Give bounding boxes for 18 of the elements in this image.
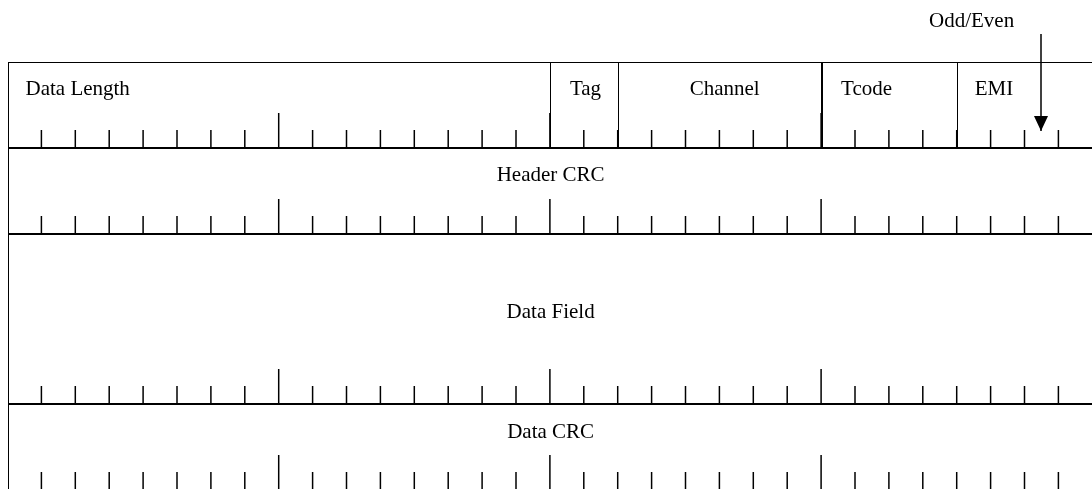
field-label: Tcode <box>841 76 893 100</box>
bit-field <box>7 62 552 149</box>
bit-field <box>549 62 620 149</box>
bit-field <box>7 403 1092 489</box>
bit-field <box>617 62 823 149</box>
field-label: Data CRC <box>506 419 596 443</box>
arrow <box>1034 33 1048 132</box>
field-label: Data Field <box>505 299 596 323</box>
field-label: Channel <box>689 76 760 100</box>
bit-field <box>821 62 959 149</box>
field-label: EMI <box>974 76 1014 100</box>
field-label: Header CRC <box>495 162 606 186</box>
bit-field <box>956 62 1092 149</box>
bit-field <box>7 233 1092 405</box>
annotation-label: Odd/Even <box>929 8 1015 32</box>
bit-field <box>7 147 1092 235</box>
field-label: Data Length <box>25 76 130 100</box>
field-label: Tag <box>569 76 602 100</box>
